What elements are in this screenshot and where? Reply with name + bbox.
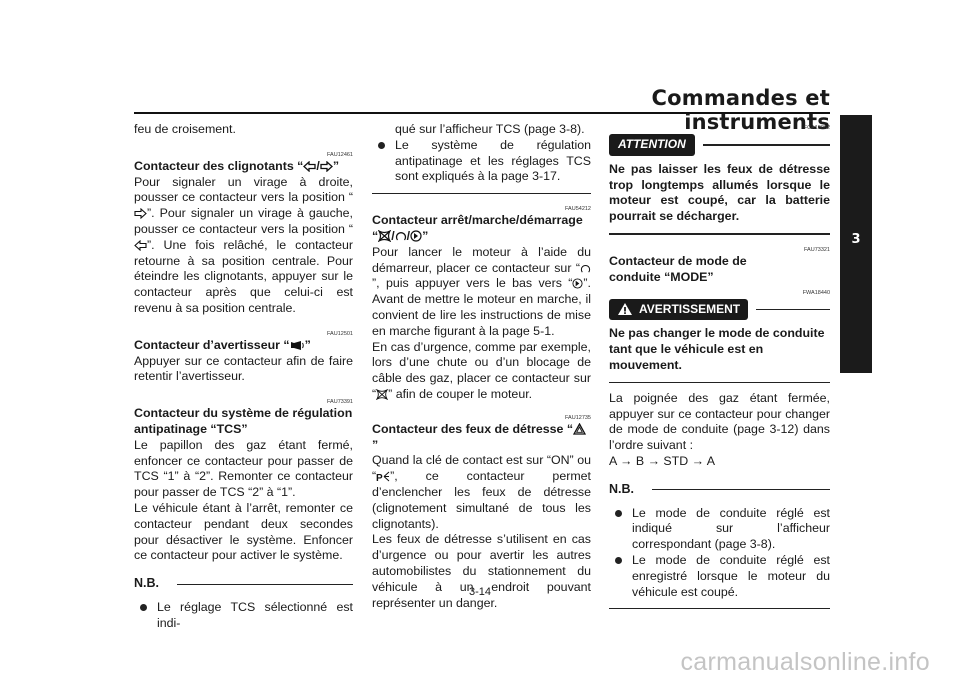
horn-body: Appuyer sur ce contacteur afin de faire … <box>134 353 353 384</box>
turn-left-arrow-icon <box>303 160 317 172</box>
tcs-body-1: Le papillon des gaz étant fermé, enfonce… <box>134 437 353 500</box>
bullet-icon <box>615 509 622 517</box>
warning-header: AVERTISSEMENT <box>609 298 830 321</box>
section-code: FAU54212 <box>565 206 591 213</box>
caution-badge: ATTENTION <box>609 134 695 156</box>
parking-icon: P <box>376 471 390 482</box>
note-item: Le système de régulation antipatinage et… <box>372 138 591 185</box>
page-number: 3-14 <box>468 586 492 598</box>
turn-right-arrow-icon <box>134 208 147 220</box>
horn-heading: Contacteur d’avertisseur “” <box>134 337 311 352</box>
caution-text: Ne pas laisser les feux de détresse trop… <box>609 161 830 224</box>
turn-signal-heading: Contacteur des clignotants “/” <box>134 158 340 173</box>
column-3: FCA10062 ATTENTION Ne pas laisser les fe… <box>609 122 830 617</box>
intro-text: feu de croisement. <box>134 122 236 136</box>
hazard-body-2: Les feux de détresse s’utilisent en cas … <box>372 532 591 610</box>
bullet-icon <box>378 141 385 149</box>
section-code: FAU12735 <box>565 414 591 421</box>
engine-run-icon <box>395 232 406 241</box>
note-end-rule <box>372 193 591 195</box>
section-code: FAU73321 <box>804 246 830 253</box>
hazard-body: Quand la clé de contact est sur “ON” ou … <box>372 453 591 531</box>
svg-text:P: P <box>376 473 383 482</box>
mode-heading: Contacteur de mode de conduite “MODE” <box>609 253 747 284</box>
hazard-heading: Contacteur des feux de détresse “” <box>372 422 591 454</box>
start-switch-body-2: En cas d’urgence, comme par exemple, lor… <box>372 339 591 401</box>
warning-end-rule <box>609 381 830 383</box>
turn-right-arrow-icon <box>320 160 333 172</box>
page-header-title: Commandes et instruments <box>651 86 830 134</box>
start-switch-heading: Contacteur arrêt/marche/démarrage <box>372 213 583 228</box>
column-1: feu de croisement. FAU12461 Contacteur d… <box>134 122 353 632</box>
section-code: FAU12501 <box>327 330 353 337</box>
watermark[interactable]: carmanualsonline.info <box>680 648 930 676</box>
start-switch-symbols: “//” <box>372 228 429 243</box>
warning-code: FWA18440 <box>802 289 830 296</box>
note-item: Le réglage TCS sélectionné est indi- <box>134 600 353 632</box>
caution-code: FCA10062 <box>803 125 830 131</box>
start-switch-body: Pour lancer le moteur à l’aide du démarr… <box>372 244 591 338</box>
start-icon <box>410 230 422 242</box>
warning-text: Ne pas changer le mode de conduite tant … <box>609 326 825 372</box>
note-item: Le mode de conduite réglé est indiqué su… <box>609 506 830 553</box>
engine-run-icon <box>580 264 591 273</box>
start-icon <box>572 278 583 289</box>
caution-header: ATTENTION <box>609 134 830 156</box>
horn-icon <box>290 340 304 350</box>
column-2: qué sur l’afficheur TCS (page 3-8). Le s… <box>372 122 591 611</box>
tcs-body-2: Le véhicule étant à l’arrêt, remonter ce… <box>134 500 353 563</box>
tcs-heading: Contacteur du système de régulation anti… <box>134 406 353 436</box>
chapter-tab-number: 3 <box>851 232 861 247</box>
note-header: N.B. <box>609 482 830 498</box>
bullet-icon <box>140 603 147 611</box>
warning-badge: AVERTISSEMENT <box>609 298 749 321</box>
section-code: FAU12461 <box>327 151 353 158</box>
bullet-icon <box>615 556 622 564</box>
caution-end-rule <box>609 232 830 235</box>
header-rule <box>134 112 830 114</box>
note-item: qué sur l’afficheur TCS (page 3-8). <box>395 122 585 136</box>
hazard-triangle-icon <box>573 422 587 435</box>
note-header: N.B. <box>134 576 353 592</box>
chapter-tab[interactable]: 3 <box>840 115 872 373</box>
mode-sequence: A → B → STD → A <box>609 453 716 468</box>
note-end-rule <box>609 608 830 610</box>
mode-body: La poignée des gaz étant fermée, appuyer… <box>609 390 830 453</box>
note-item: Le mode de conduite réglé est enregistré… <box>609 553 830 600</box>
engine-stop-icon <box>376 388 389 400</box>
warning-triangle-icon <box>618 303 632 316</box>
turn-signal-body: Pour signaler un virage à droite, pousse… <box>134 174 353 315</box>
engine-stop-icon <box>378 229 392 242</box>
section-code: FAU73391 <box>327 399 353 406</box>
turn-left-arrow-icon <box>134 239 147 251</box>
